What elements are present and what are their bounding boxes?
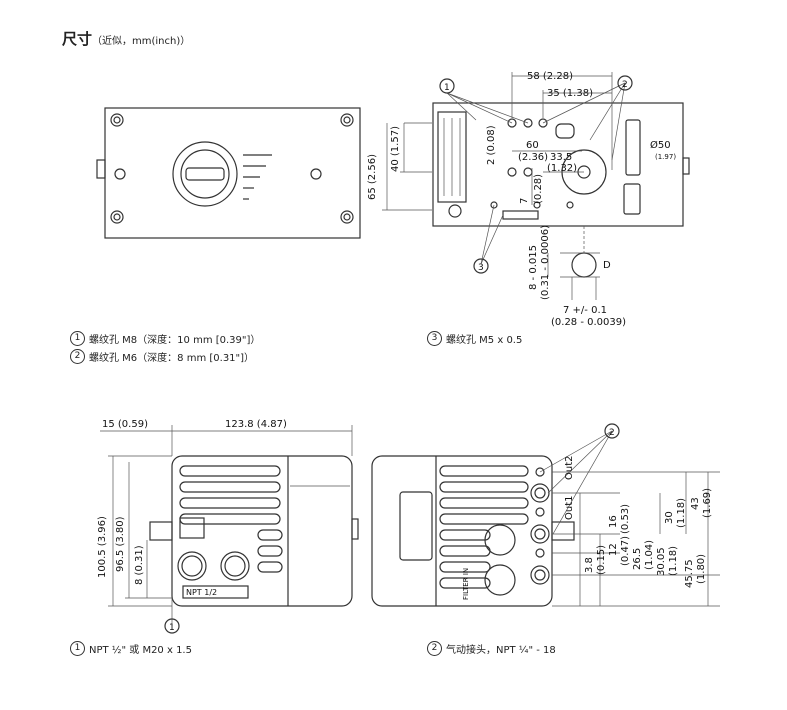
- legend-item-3: 3 螺纹孔 M5 x 0.5: [427, 331, 522, 346]
- dim-43-inch: (1.69): [702, 488, 713, 518]
- dim-26-5-inch: (1.04): [644, 540, 655, 570]
- dim-123-8: 123.8 (4.87): [225, 419, 287, 430]
- dim-65: 65 (2.56): [367, 154, 378, 200]
- callout-3: [473, 258, 489, 274]
- dim-16-inch: (0.53): [620, 504, 631, 534]
- legend-item-4: 1 NPT ½" 或 M20 x 1.5: [70, 641, 192, 656]
- dim-0-28: (0.28): [533, 174, 544, 204]
- dim-8: 8 - 0.015: [528, 245, 539, 290]
- callout-1-num: 1: [444, 83, 450, 93]
- dim-12: 12: [608, 543, 619, 556]
- dim-phi50-inch: (1.97): [655, 153, 676, 161]
- callout-2-num: 2: [622, 80, 628, 90]
- dim-30-05: 30.05: [656, 547, 667, 576]
- legend-text-1: 螺纹孔 M8（深度：10 mm [0.39"]）: [89, 335, 261, 346]
- dim-43: 43: [690, 497, 701, 510]
- dim-30-inch: (1.18): [676, 498, 687, 528]
- dim-2: 2 (0.08): [486, 125, 497, 165]
- dim-7pm-inch: (0.28 - 0.0039): [551, 317, 626, 328]
- dim-35: 35 (1.38): [547, 88, 593, 99]
- page-title: 尺寸（近似，mm(inch)）: [62, 28, 190, 49]
- dim-45-75-inch: (1.80): [696, 554, 707, 584]
- dim-33-5: 33.5: [550, 152, 572, 163]
- dim-d: D: [603, 260, 611, 271]
- callout-2b: [604, 423, 620, 439]
- legend-item-2: 2 螺纹孔 M6（深度：8 mm [0.31"]）: [70, 349, 254, 364]
- dim-phi50: Ø50: [650, 139, 671, 151]
- dim-96-5: 96.5 (3.80): [115, 516, 126, 572]
- dim-15: 15 (0.59): [102, 419, 148, 430]
- legend-num-1: 1: [70, 331, 85, 346]
- legend-num-2: 2: [70, 349, 85, 364]
- callout-1: [439, 78, 455, 94]
- title-main: 尺寸: [62, 30, 93, 48]
- back-mount-view: [382, 72, 690, 300]
- title-sub: （近似，mm(inch)）: [92, 36, 191, 47]
- dim-58: 58 (2.28): [527, 71, 573, 82]
- out1-label: Out1: [564, 496, 575, 521]
- front-plate-view: [96, 107, 361, 239]
- legend-text-3: 螺纹孔 M5 x 0.5: [446, 335, 523, 346]
- callout-3-num: 3: [478, 263, 484, 273]
- callout-2: [617, 75, 633, 91]
- legend-num-4: 1: [70, 641, 85, 656]
- dim-7: 7: [519, 198, 530, 204]
- dim-60: 60: [526, 140, 539, 151]
- dim-8-inch: (0.31 - 0.0006): [540, 225, 551, 300]
- dim-16: 16: [608, 515, 619, 528]
- dim-60-inch: (2.36): [518, 152, 548, 163]
- callout-1b-num: 1: [169, 623, 175, 633]
- dim-26-5: 26.5: [632, 548, 643, 570]
- callout-1b: [164, 618, 180, 634]
- legend-text-2: 螺纹孔 M6（深度：8 mm [0.31"]）: [89, 353, 255, 364]
- dim-100-5: 100.5 (3.96): [97, 516, 108, 578]
- filter-label: FILTER IN: [462, 568, 470, 600]
- dim-40: 40 (1.57): [390, 126, 401, 172]
- out2-label: Out2: [564, 456, 575, 481]
- legend-text-4: NPT ½" 或 M20 x 1.5: [89, 645, 192, 656]
- dim-33-5-inch: (1.32): [547, 163, 577, 174]
- callout-2b-num: 2: [609, 428, 615, 438]
- legend-text-5: 气动接头，NPT ¼" - 18: [446, 645, 556, 656]
- dim-7pm: 7 +/- 0.1: [563, 305, 607, 316]
- legend-num-5: 2: [427, 641, 442, 656]
- dim-30-05-inch: (1.18): [668, 546, 679, 576]
- legend-num-3: 3: [427, 331, 442, 346]
- dim-45-75: 45.75: [684, 559, 695, 588]
- legend-item-1: 1 螺纹孔 M8（深度：10 mm [0.39"]）: [70, 331, 260, 346]
- dim-12-inch: (0.47): [620, 536, 631, 566]
- pneumatic-view: [371, 430, 720, 607]
- dim-8b: 8 (0.31): [134, 545, 145, 585]
- dim-3-8-inch: (0.15): [596, 545, 607, 575]
- dim-3-8: 3.8: [584, 557, 595, 573]
- dim-30: 30: [664, 511, 675, 524]
- side-view: [100, 425, 359, 626]
- legend-item-5: 2 气动接头，NPT ¼" - 18: [427, 641, 556, 656]
- npt-label: NPT 1/2: [186, 588, 217, 597]
